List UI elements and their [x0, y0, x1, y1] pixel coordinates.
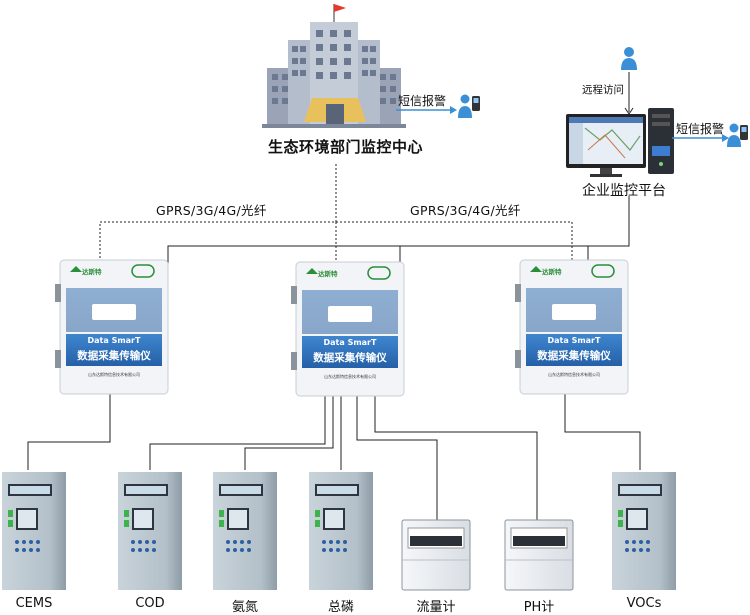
- cabinet-vocs: [612, 472, 676, 590]
- device-label-ph: PH计: [523, 600, 555, 615]
- cable-ammonia: [244, 392, 334, 470]
- device-label-cems: CEMS: [15, 596, 53, 611]
- device-label-cod: COD: [135, 596, 165, 611]
- enterprise-server-icon: [648, 108, 674, 174]
- cable-cems: [27, 392, 111, 470]
- ph-meter-box: [504, 519, 574, 591]
- cable-vocs: [564, 392, 641, 470]
- cabinet-cems: [2, 472, 66, 590]
- center-alarm-user-icon: [458, 94, 480, 118]
- cable-cod: [149, 392, 326, 470]
- data-transmitter-left: [55, 259, 169, 395]
- monitoring-center-label: 生态环境部门监控中心: [268, 138, 424, 156]
- transmitter-title-en-left: Data SmarT: [87, 336, 141, 345]
- enterprise-platform-label: 企业监控平台: [582, 183, 666, 199]
- transmitter-brand-middle: 达斯特: [318, 270, 338, 278]
- transmitter-title-cn-middle: 数据采集传输仪: [313, 352, 387, 364]
- transmitter-company-left: 山东达斯特信息技术有限公司: [88, 372, 140, 377]
- device-label-flow: 流量计: [416, 600, 456, 615]
- cable-flow: [356, 392, 438, 520]
- transmitter-title-cn-left: 数据采集传输仪: [77, 350, 151, 362]
- enterprise-alarm-user-icon: [727, 123, 748, 147]
- transmitter-brand-left: 达斯特: [82, 268, 102, 276]
- transmitter-title-en-right: Data SmarT: [547, 336, 601, 345]
- enterprise-sms-label: 短信报警: [676, 122, 725, 136]
- data-transmitter-right: [515, 259, 629, 395]
- device-label-phosphorus: 总磷: [327, 600, 354, 615]
- center-sms-arrow: [396, 106, 457, 114]
- data-transmitter-middle: [291, 261, 405, 397]
- transmitter-title-cn-right: 数据采集传输仪: [537, 350, 611, 362]
- transmitter-company-right: 山东达斯特信息技术有限公司: [548, 372, 600, 377]
- cabinet-cod: [118, 472, 182, 590]
- transmitter-brand-right: 达斯特: [542, 268, 562, 276]
- transmitter-title-en-middle: Data SmarT: [323, 338, 377, 347]
- monitoring-center-building-icon: [262, 4, 406, 128]
- link-label-right: GPRS/3G/4G/光纤: [410, 203, 521, 218]
- remote-user-icon: [621, 47, 637, 70]
- device-label-ammonia: 氨氮: [231, 600, 258, 615]
- cabinet-ammonia: [213, 472, 277, 590]
- flow-meter-box: [401, 519, 471, 591]
- cable-ph: [374, 392, 538, 520]
- enterprise-sms-arrow: [672, 134, 729, 142]
- link-label-left: GPRS/3G/4G/光纤: [156, 203, 267, 218]
- remote-access-label: 远程访问: [582, 84, 624, 96]
- device-label-vocs: VOCs: [626, 596, 662, 611]
- cabinet-phosphorus: [309, 472, 373, 590]
- transmitter-company-middle: 山东达斯特信息技术有限公司: [324, 374, 376, 379]
- center-sms-label: 短信报警: [398, 94, 447, 108]
- enterprise-monitor-icon: [566, 114, 646, 177]
